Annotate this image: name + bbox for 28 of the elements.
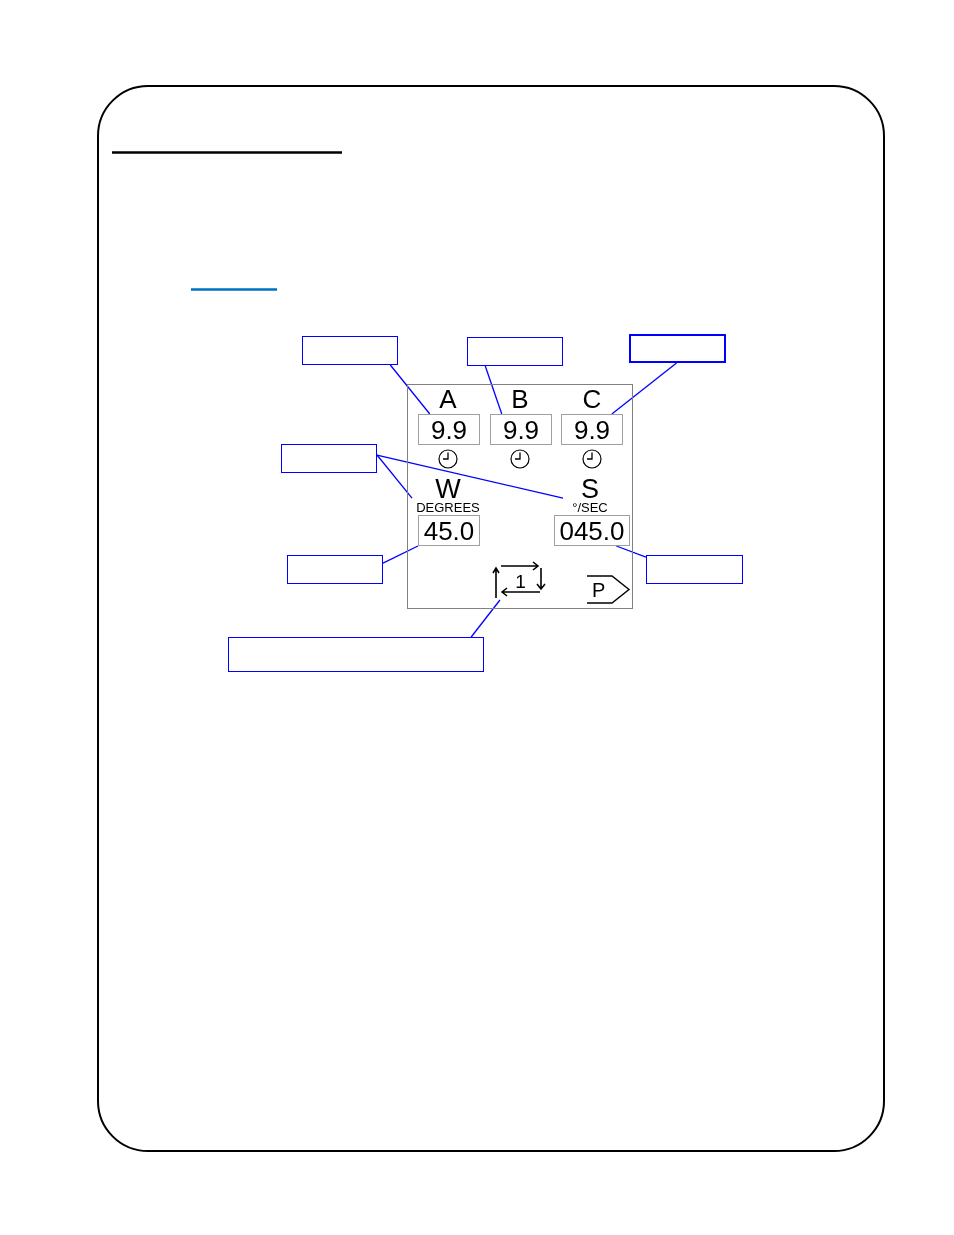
cycle-indicator: 1 — [493, 562, 551, 600]
axis-heading: S °/SEC — [563, 478, 617, 516]
leader-line — [484, 365, 503, 415]
channel-letter: A — [438, 386, 458, 412]
leader-line — [376, 454, 413, 499]
callout-box — [467, 337, 563, 366]
leader-line — [389, 364, 431, 415]
value-readout: 45.0 — [418, 515, 480, 546]
value-readout: 9.9 — [418, 414, 480, 445]
value-readout: 9.9 — [490, 414, 552, 445]
axis-heading: W DEGREES — [412, 478, 484, 516]
callout-box — [228, 637, 484, 672]
leader-line — [382, 545, 419, 564]
callout-box — [287, 555, 383, 584]
leader-line — [376, 454, 564, 499]
callout-box — [629, 334, 726, 363]
callout-box — [281, 444, 377, 473]
display-panel — [407, 384, 633, 609]
value-readout: 045.0 — [554, 515, 630, 546]
page-tab: P — [586, 575, 631, 605]
channel-letter: B — [510, 386, 530, 412]
channel-letter: C — [581, 386, 603, 412]
leader-line — [615, 545, 647, 558]
leader-line — [611, 362, 678, 415]
value-readout: 9.9 — [561, 414, 623, 445]
leader-line — [470, 599, 501, 638]
callout-box — [302, 336, 398, 365]
callout-box — [646, 555, 743, 584]
